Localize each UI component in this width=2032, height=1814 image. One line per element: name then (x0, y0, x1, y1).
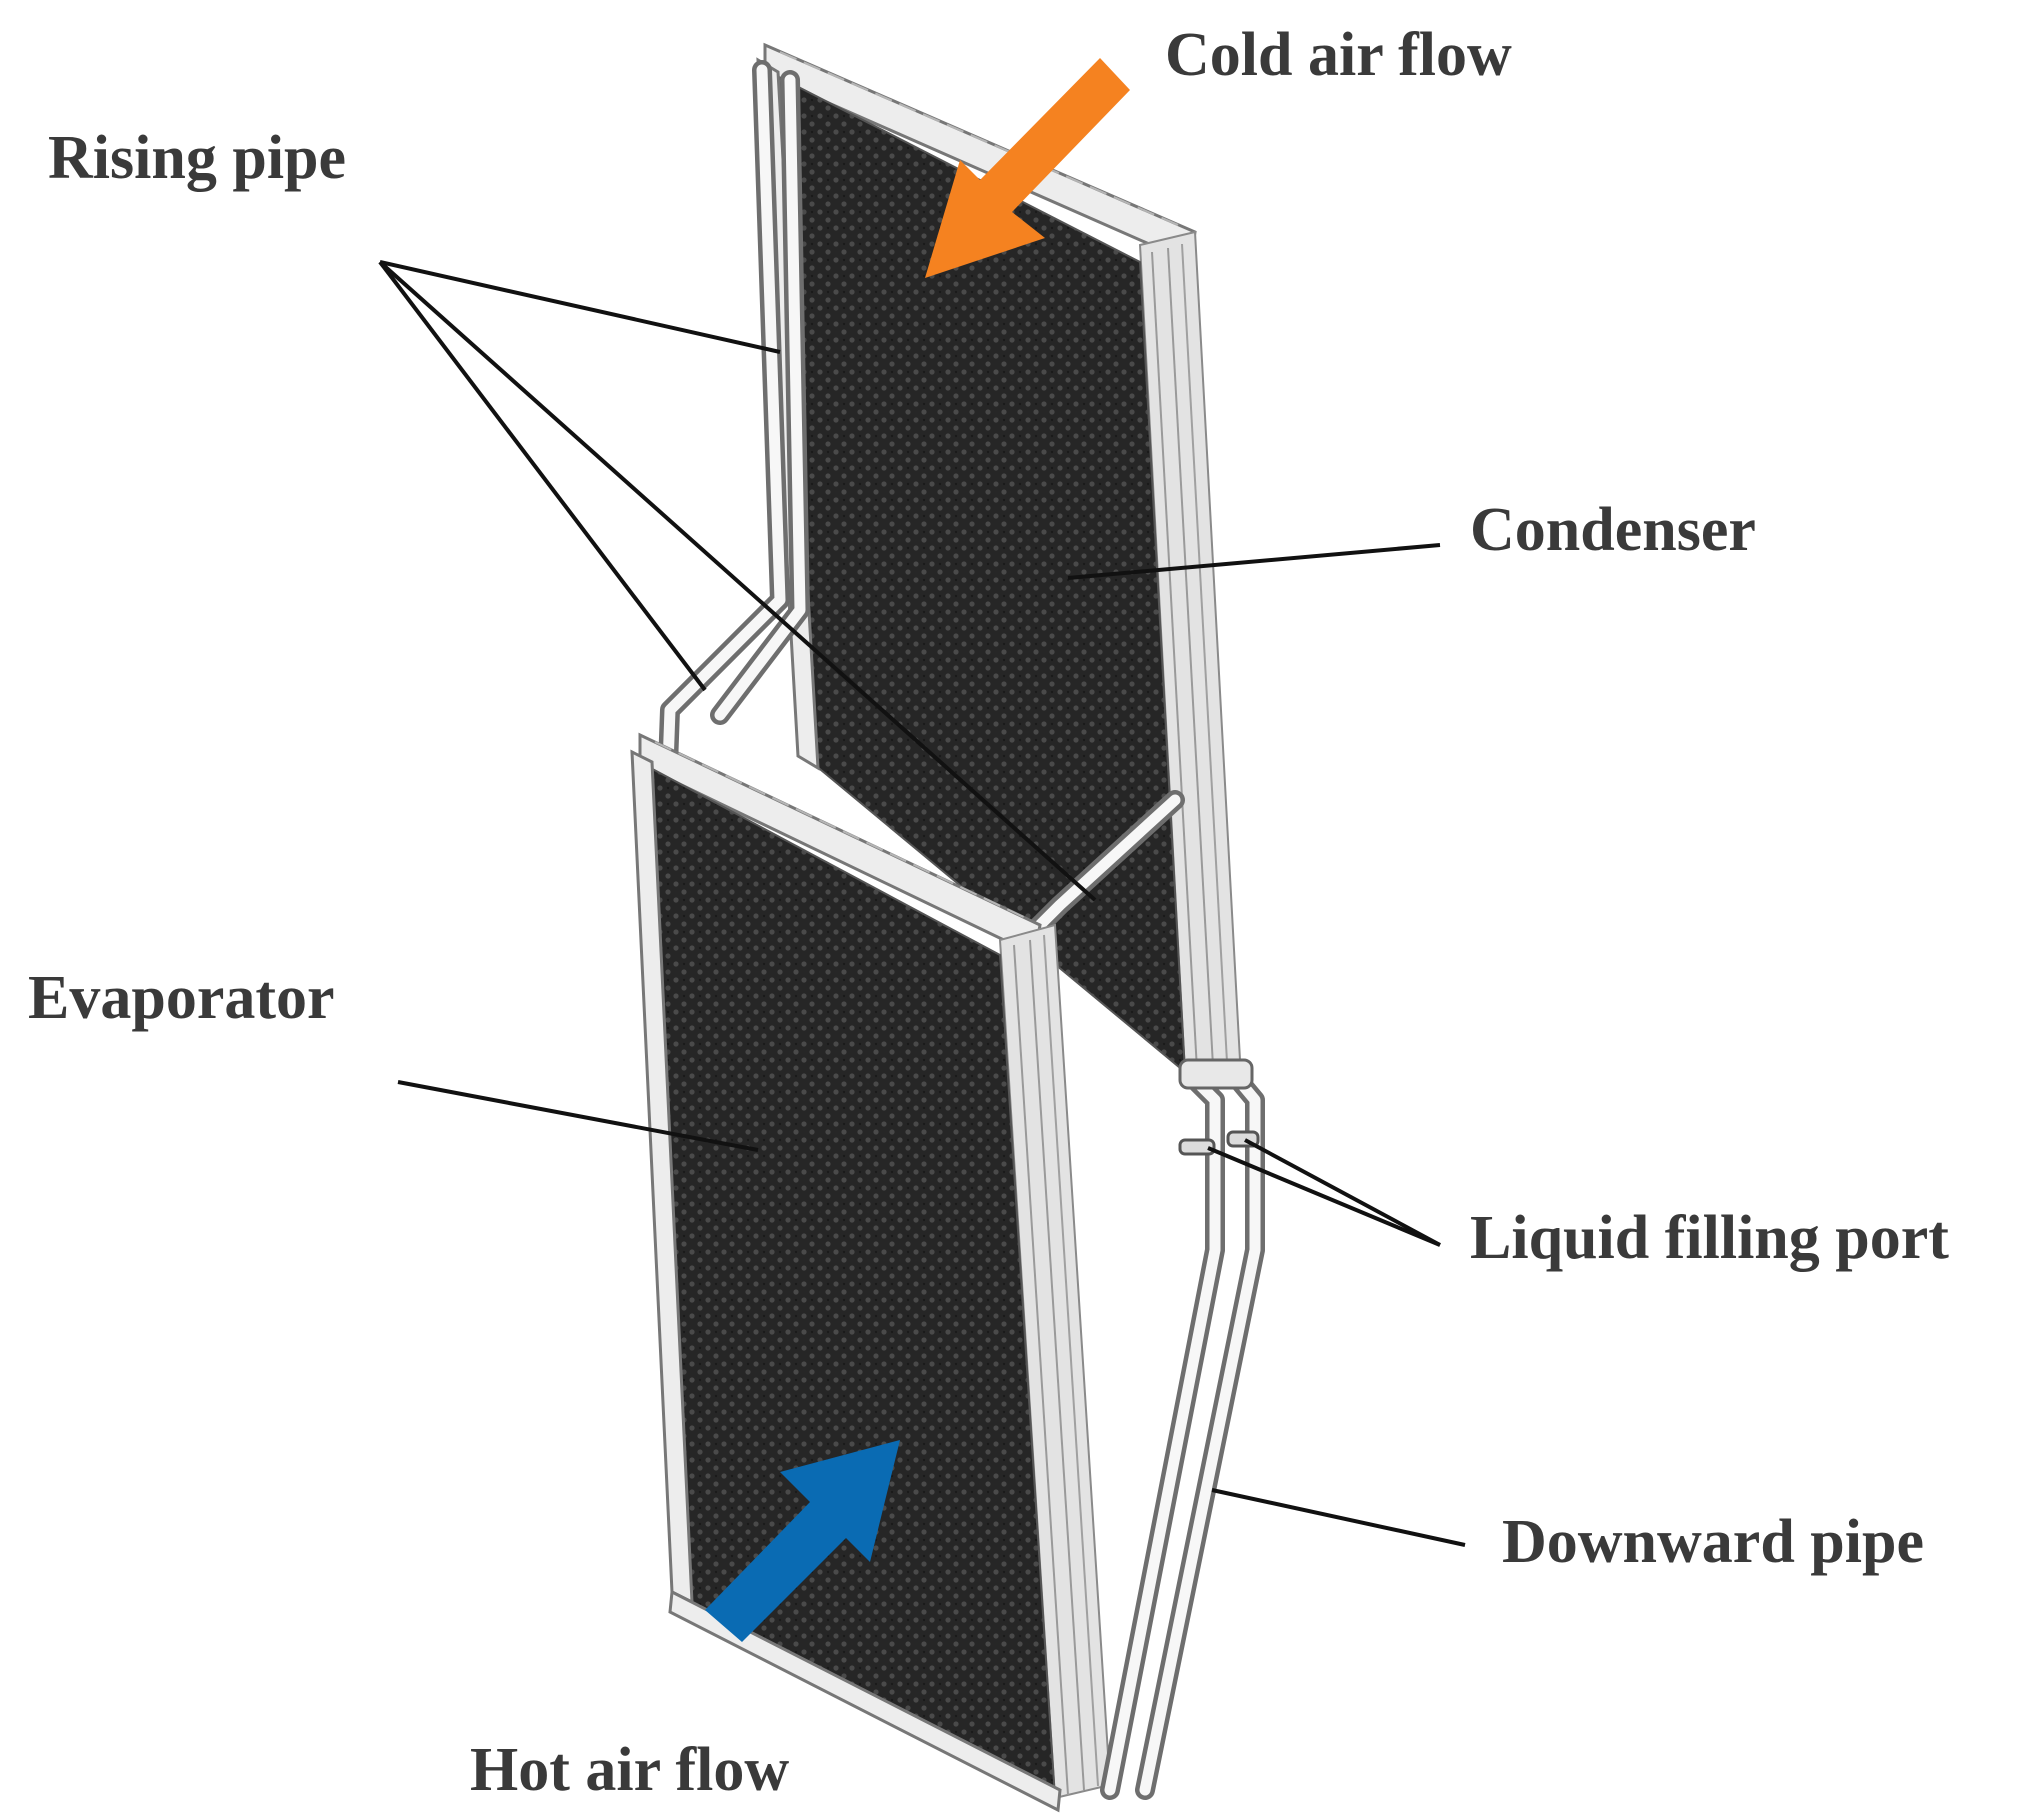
leader-rising-pipe-3 (378, 260, 1097, 902)
leader-downward-pipe (1211, 1488, 1466, 1547)
label-hot-air-flow: Hot air flow (470, 1736, 789, 1804)
label-liquid-filling-port: Liquid filling port (1470, 1204, 1949, 1272)
rising-pipes (658, 60, 1185, 940)
labels: Cold air flow Rising pipe Condenser Evap… (28, 21, 1949, 1804)
leader-condenser (1067, 543, 1441, 580)
downward-pipes (1100, 1058, 1265, 1800)
leader-rising-pipe-2 (378, 260, 707, 692)
leader-evaporator (397, 1080, 759, 1152)
label-evaporator: Evaporator (28, 964, 335, 1032)
arrow-down-left-icon (925, 58, 1130, 278)
label-cold-air-flow: Cold air flow (1165, 21, 1512, 89)
leader-lines (378, 260, 1466, 1547)
label-condenser: Condenser (1470, 496, 1756, 564)
arrow-up-right-icon (705, 1440, 900, 1642)
hot-air-arrow (705, 1440, 900, 1642)
leader-rising-pipe-1 (379, 260, 781, 354)
cold-air-arrow (925, 58, 1130, 278)
evaporator-panel (630, 732, 1112, 1813)
leader-filling-port-2 (1244, 1138, 1441, 1247)
leader-filling-port-1 (1207, 1146, 1441, 1247)
label-rising-pipe: Rising pipe (48, 124, 346, 192)
label-downward-pipe: Downward pipe (1502, 1508, 1924, 1576)
